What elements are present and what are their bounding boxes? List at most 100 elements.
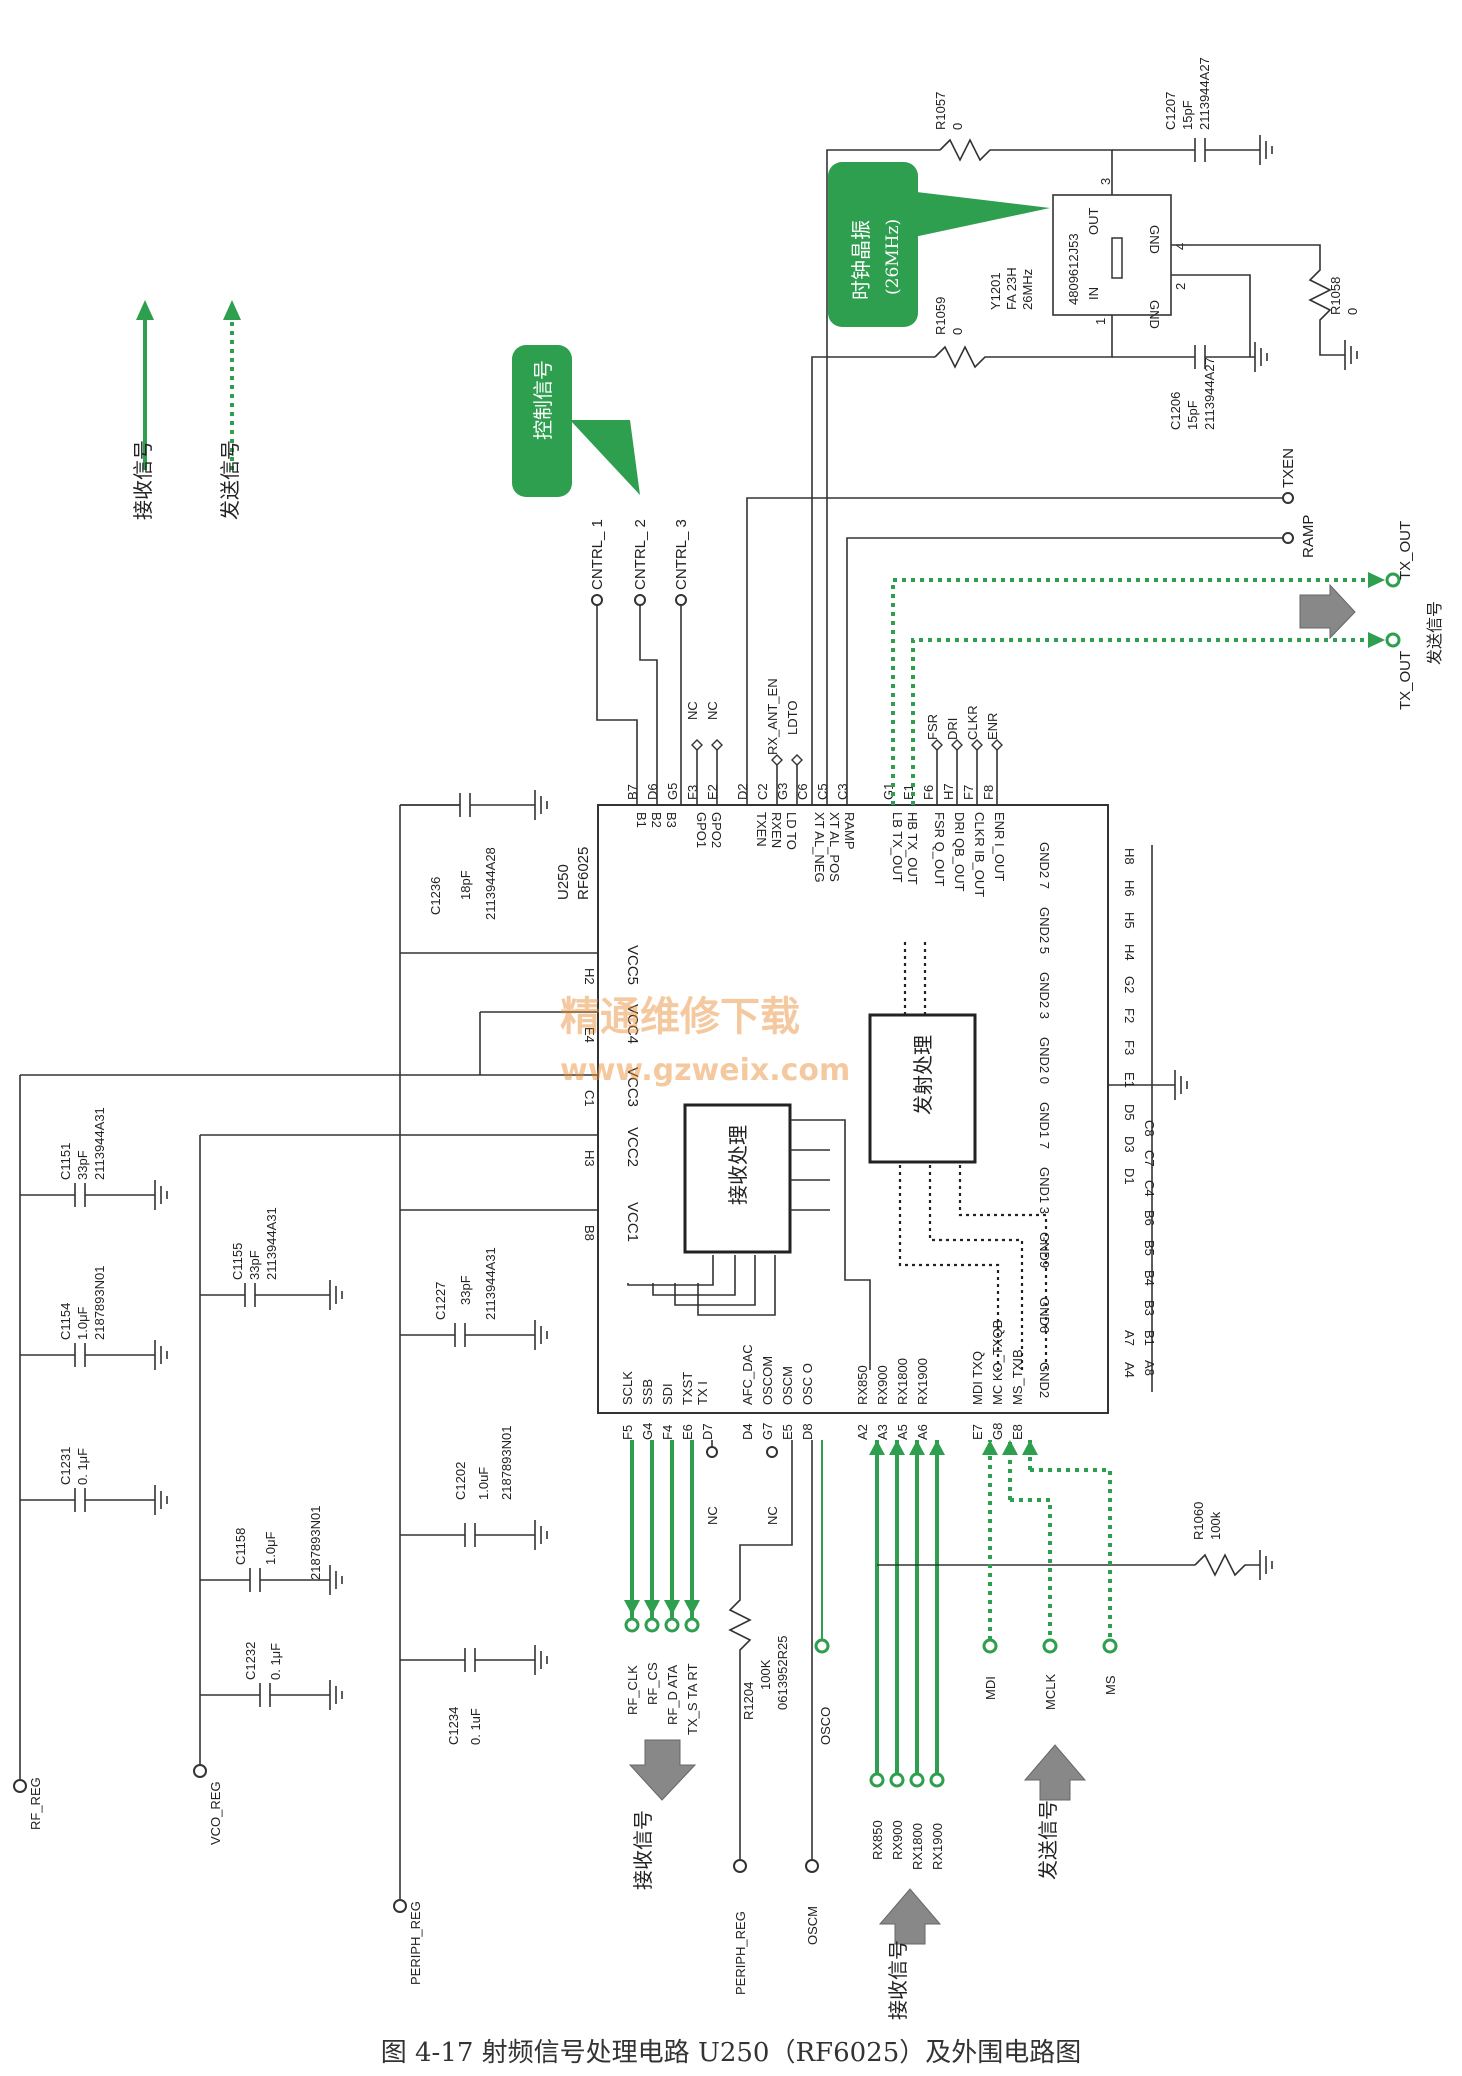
top-pin-12: E1 xyxy=(901,784,916,800)
pin-vcc2: VCC2 xyxy=(624,1127,641,1167)
right-pin-1: H6 xyxy=(1122,880,1137,897)
bottom-pin-4: D7 xyxy=(700,1423,715,1440)
right-pin-3: H4 xyxy=(1122,944,1137,961)
rx-block-label: 接收处理 xyxy=(726,1125,750,1205)
right-pin-14: B6 xyxy=(1142,1210,1157,1226)
right-pin-11: C8 xyxy=(1142,1120,1157,1137)
bottom-pin-11: A5 xyxy=(895,1424,910,1440)
pin-vcc5: VCC5 xyxy=(624,945,641,985)
bottom-label-1: SSB xyxy=(640,1379,655,1405)
tx-out-lines: TX_OUT TX_OUT 发送信号 xyxy=(891,521,1444,805)
c1236-part: 2113944A28 xyxy=(483,847,498,920)
top-label-10: RAMP xyxy=(842,812,857,850)
right-pin-16: B4 xyxy=(1142,1270,1157,1286)
bottom-label-6: OSCOM xyxy=(760,1356,775,1405)
top-label-4: GPO2 xyxy=(709,812,724,848)
mdi-label: MDI xyxy=(983,1676,998,1700)
bottom-label-7: OSCM xyxy=(780,1366,795,1405)
rf-clk-label: RF_CLK xyxy=(625,1665,640,1715)
bottom-label-13: MDI TXQ xyxy=(970,1351,985,1405)
tx-start-label: TX_S TA RT xyxy=(685,1663,700,1735)
ic-top-pins: B7 D6 G5 F3 E2 D2 C2 G3 C6 C5 C3 G1 E1 F… xyxy=(625,678,1007,897)
cntrl-2-label: CNTRL_ 2 xyxy=(632,519,649,590)
top-pin-2: G5 xyxy=(665,783,680,800)
tx-dotted-paths xyxy=(898,940,1048,1370)
c1231-ref: C1231 xyxy=(58,1447,73,1485)
c1231-val: 0. 1μF xyxy=(75,1448,90,1485)
c1202-part: 2187893N01 xyxy=(499,1426,514,1500)
c1151-val: 33pF xyxy=(75,1150,90,1180)
c1234-val: 0. 1uF xyxy=(468,1708,483,1745)
top-label-15: CLKR IB_OUT xyxy=(972,812,987,897)
top-ext-fsr: FSR xyxy=(925,714,940,740)
top-label-6: RXEN xyxy=(769,812,784,848)
crystal-ref: Y1201 xyxy=(988,272,1003,310)
figure-caption: 图 4-17 射频信号处理电路 U250（RF6025）及外围电路图 xyxy=(380,2038,1082,2068)
r1060-ref: R1060 xyxy=(1191,1502,1206,1540)
c1154-ref: C1154 xyxy=(58,1303,73,1340)
legend-receive-label: 接收信号 xyxy=(131,440,155,520)
ic-part: RF6025 xyxy=(575,847,592,900)
c1202-ref: C1202 xyxy=(453,1462,468,1500)
right-pin-19: A8 xyxy=(1142,1360,1157,1376)
osco-label: OSCO xyxy=(818,1707,833,1745)
right-label-10: GND1 7 xyxy=(1037,1102,1052,1149)
c1207-ref: C1207 xyxy=(1163,92,1178,130)
c1232-ref: C1232 xyxy=(243,1642,258,1680)
right-label-4: GND2 3 xyxy=(1037,972,1052,1019)
periph-reg-label: PERIPH_REG xyxy=(408,1901,423,1985)
nc-label-1: NC xyxy=(705,1506,720,1525)
c1236-val: 18pF xyxy=(458,870,473,900)
r1058-val: 0 xyxy=(1345,308,1360,315)
bottom-label-11: RX1800 xyxy=(895,1358,910,1405)
bottom-label-2: SDI xyxy=(660,1383,675,1405)
pin-vcc3: VCC3 xyxy=(624,1067,641,1107)
tx-arrow xyxy=(1023,1744,1087,1801)
bottom-label-15: MS_TXIB xyxy=(1010,1349,1025,1405)
bottom-pin-3: E6 xyxy=(680,1424,695,1440)
control-callout: 控制信号 xyxy=(512,345,640,497)
top-ext-enr: ENR xyxy=(985,713,1000,740)
legend: 接收信号 发送信号 xyxy=(131,300,242,520)
top-label-5: TXEN xyxy=(754,812,769,847)
rx1900-label: RX1900 xyxy=(930,1823,945,1870)
top-pin-7: G3 xyxy=(775,783,790,800)
c1227-ref: C1227 xyxy=(433,1282,448,1320)
top-ext-dri: DRI xyxy=(945,718,960,740)
mclk-label: MCLK xyxy=(1043,1674,1058,1710)
right-pin-9: D3 xyxy=(1122,1136,1137,1153)
right-label-24: GND2 xyxy=(1037,1362,1052,1398)
bottom-pin-6: G7 xyxy=(760,1423,775,1440)
bottom-label-3: TXST xyxy=(680,1372,695,1405)
ms-label: MS xyxy=(1103,1675,1118,1695)
right-pin-21: A4 xyxy=(1122,1362,1137,1378)
right-label-20: GND6 xyxy=(1037,1297,1052,1333)
ic-bottom-pins: F5 G4 F4 E6 D7 D4 G7 E5 D8 A2 A3 A5 A6 E… xyxy=(620,1320,1025,1440)
left-power-rails: RF_REG VCO_REG PERIPH_REG xyxy=(13,804,481,1985)
bottom-pin-9: A2 xyxy=(855,1424,870,1440)
top-label-9: XT AL_POS xyxy=(827,812,842,882)
cntrl-1-label: CNTRL_ 1 xyxy=(589,519,606,590)
c1227-part: 2113944A31 xyxy=(483,1247,498,1320)
right-label-7: GND2 0 xyxy=(1037,1037,1052,1084)
right-pin-8: D5 xyxy=(1122,1104,1137,1121)
bottom-label-0: SCLK xyxy=(620,1371,635,1405)
rx1800-label: RX1800 xyxy=(910,1823,925,1870)
c1154-part: 2187893N01 xyxy=(92,1266,107,1340)
bottom-pin-14: G8 xyxy=(990,1423,1005,1440)
top-label-2: B3 xyxy=(664,812,679,828)
bottom-pin-0: F5 xyxy=(620,1425,635,1440)
right-pin-5: F2 xyxy=(1122,1008,1137,1023)
ramp-label: RAMP xyxy=(1300,515,1317,558)
bottom-pin-2: F4 xyxy=(660,1425,675,1440)
right-pin-4: G2 xyxy=(1122,976,1137,993)
pin-e4: E4 xyxy=(582,1027,597,1043)
top-label-1: B2 xyxy=(649,812,664,828)
rx850-label: RX850 xyxy=(870,1820,885,1860)
top-label-3: GPO1 xyxy=(694,812,709,848)
crystal-part: 4809612J53 xyxy=(1066,233,1081,305)
afc-osc-lines: NC R1204 100K 0613952R25 PERIPH_REG OSCM… xyxy=(728,1440,833,1995)
c1155-val: 33pF xyxy=(247,1250,262,1280)
rx-input-lines: RX850 RX900 RX1800 RX1900 接收信号 R1060 100… xyxy=(869,1440,1273,2020)
bottom-pin-1: G4 xyxy=(640,1423,655,1440)
